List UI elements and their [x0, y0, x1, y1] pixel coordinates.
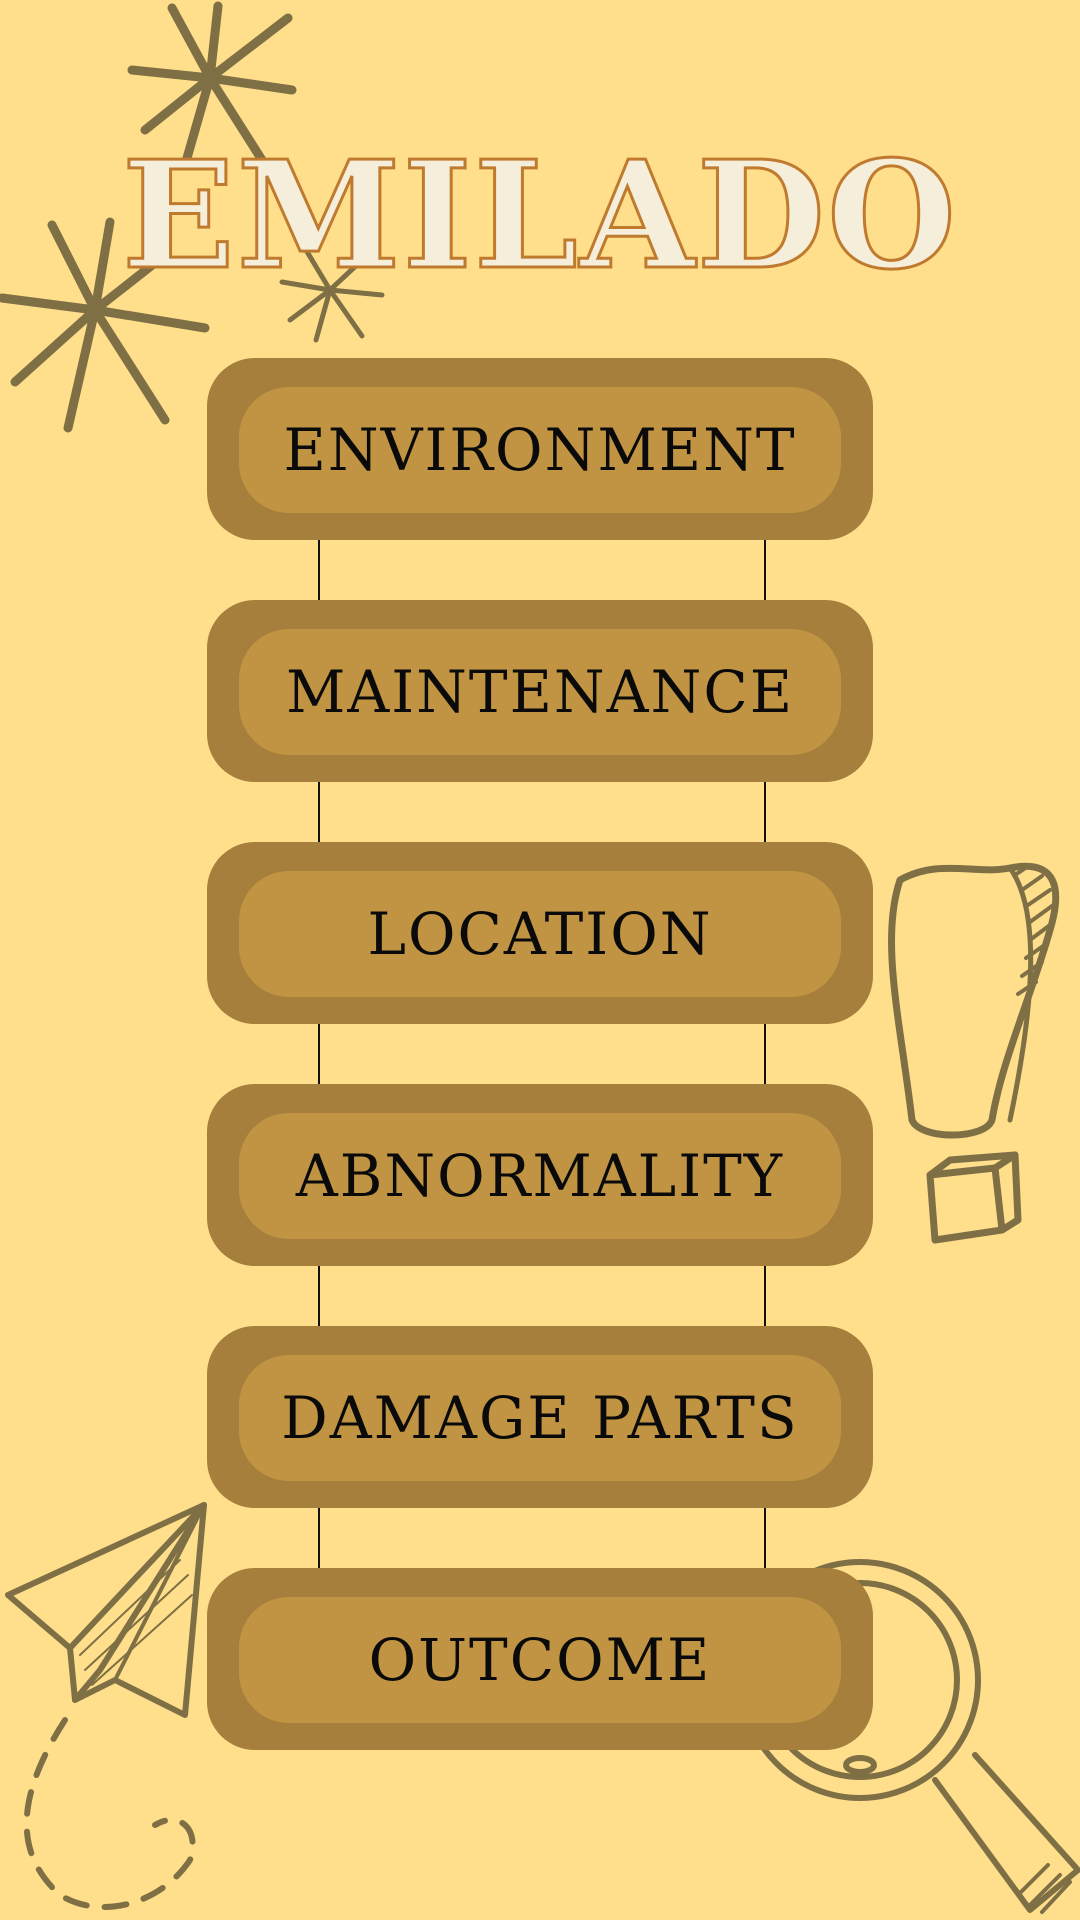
- step-environment: ENVIRONMENT: [207, 358, 873, 540]
- step-inner: MAINTENANCE: [239, 629, 841, 755]
- step-label: OUTCOME: [368, 1626, 712, 1694]
- step-label: ABNORMALITY: [295, 1142, 785, 1210]
- step-inner: DAMAGE PARTS: [239, 1355, 841, 1481]
- step-damage-parts: DAMAGE PARTS: [207, 1326, 873, 1508]
- step-maintenance: MAINTENANCE: [207, 600, 873, 782]
- step-abnormality: ABNORMALITY: [207, 1084, 873, 1266]
- step-outcome: OUTCOME: [207, 1568, 873, 1750]
- step-label: LOCATION: [367, 900, 713, 968]
- step-inner: ABNORMALITY: [239, 1113, 841, 1239]
- step-inner: OUTCOME: [239, 1597, 841, 1723]
- step-location: LOCATION: [207, 842, 873, 1024]
- step-inner: LOCATION: [239, 871, 841, 997]
- step-label: DAMAGE PARTS: [281, 1384, 799, 1452]
- step-label: ENVIRONMENT: [283, 416, 797, 484]
- step-inner: ENVIRONMENT: [239, 387, 841, 513]
- step-label: MAINTENANCE: [285, 658, 795, 726]
